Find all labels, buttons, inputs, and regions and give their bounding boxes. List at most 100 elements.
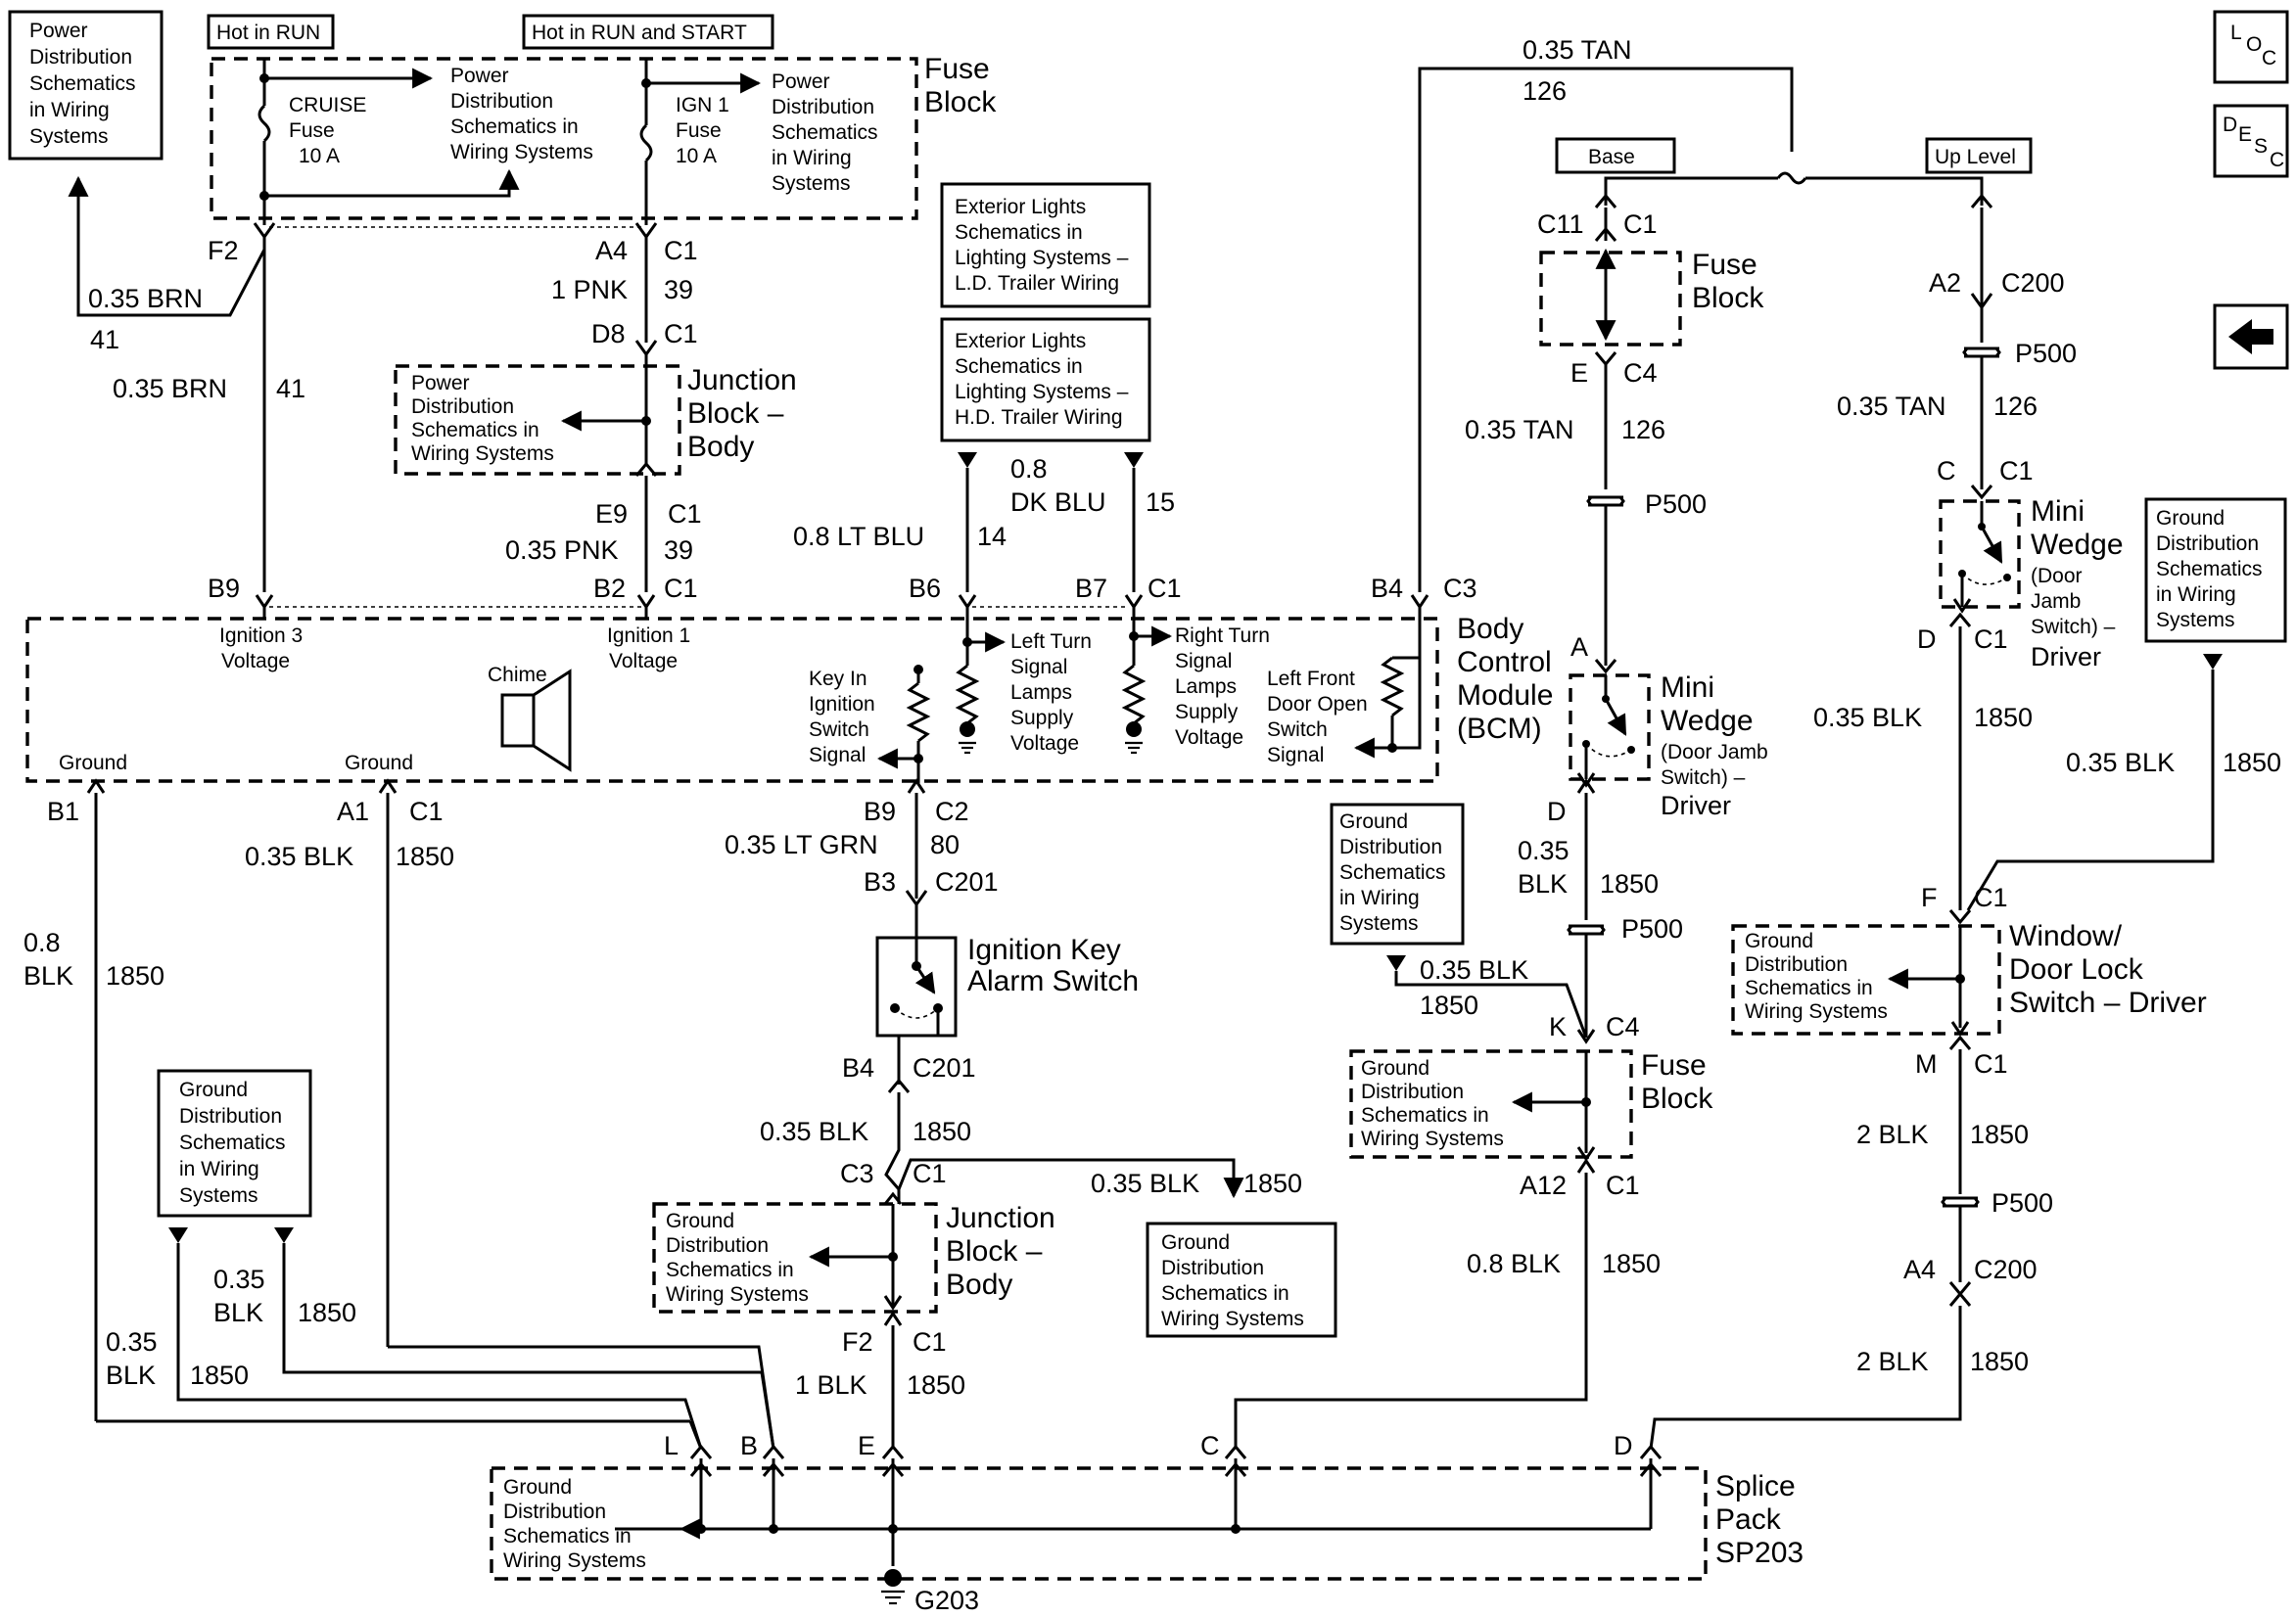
chime-speaker-icon: Chime: [488, 664, 572, 772]
power-dist-ref-top-left[interactable]: Power Distribution Schematics in Wiring …: [8, 10, 164, 161]
svg-text:L: L: [664, 1431, 679, 1460]
svg-text:BLK: BLK: [106, 1361, 156, 1390]
svg-text:Window/: Window/: [2009, 920, 2123, 952]
splice-pack-title-2: Pack: [1715, 1503, 1782, 1536]
power-dist-ref-junction[interactable]: Power Distribution Schematics in Wiring …: [411, 372, 554, 465]
ground-dist-ref-uplevel[interactable]: Ground Distribution Schematics in Wiring…: [2144, 497, 2287, 643]
mini-wedge-base[interactable]: Mini Wedge (Door Jamb Switch) – Driver: [1569, 671, 1768, 820]
svg-text:IGN 1: IGN 1: [676, 94, 729, 116]
ground-dist-ref-fuse-b[interactable]: Ground: [1361, 1057, 1429, 1080]
back-button[interactable]: [2213, 303, 2289, 370]
ignition-key-alarm-switch[interactable]: Ignition Key Alarm Switch: [875, 934, 1139, 1038]
bcm-title-4: (BCM): [1457, 713, 1542, 745]
exterior-lights-ref-hd[interactable]: Exterior Lights Schematics in Lighting S…: [940, 317, 1151, 442]
bcm-left-door-circuit: Left Front Door Open Switch Signal: [1267, 619, 1422, 766]
svg-text:Wiring Systems: Wiring Systems: [666, 1283, 809, 1306]
uplevel-lower-wiring: D C1 0.35 BLK 1850 0.35 BLK 1850 F C1: [1813, 612, 2281, 925]
loc-button[interactable]: L O C: [2213, 10, 2289, 84]
svg-text:Lighting Systems –: Lighting Systems –: [955, 381, 1129, 403]
mini-wedge-uplevel[interactable]: Mini Wedge (Door Jamb Switch) – Driver: [1939, 495, 2124, 671]
svg-text:Driver: Driver: [1661, 791, 1731, 820]
svg-text:P500: P500: [1991, 1188, 2053, 1218]
svg-text:Block: Block: [1641, 1083, 1713, 1115]
svg-text:C200: C200: [2001, 268, 2065, 298]
svg-text:in Wiring: in Wiring: [29, 99, 110, 121]
svg-text:Schematics in: Schematics in: [1745, 977, 1873, 999]
svg-text:Schematics in: Schematics in: [1361, 1104, 1489, 1127]
svg-text:0.35 BRN: 0.35 BRN: [113, 374, 227, 403]
ground-dist-ref-junction-bottom[interactable]: Ground Distribution Schematics in Wiring…: [666, 1210, 809, 1306]
power-dist-ref-right[interactable]: Power Distribution Schematics in Wiring …: [772, 70, 878, 195]
svg-text:B1: B1: [47, 797, 79, 826]
svg-text:C3: C3: [1443, 574, 1477, 603]
svg-text:126: 126: [1621, 415, 1665, 444]
ground-dist-ref-base[interactable]: Ground Distribution Schematics in Wiring…: [1330, 803, 1465, 946]
wire-lt-blu-14: 0.8 LT BLU 14: [793, 452, 1007, 592]
bcm-ground-a: Ground: [59, 752, 127, 774]
svg-text:Lighting Systems –: Lighting Systems –: [955, 247, 1129, 269]
svg-text:0.35 BLK: 0.35 BLK: [1813, 703, 1922, 732]
svg-text:Switch) –: Switch) –: [1661, 766, 1746, 789]
svg-text:0.35: 0.35: [1518, 836, 1570, 865]
f2-pin: F2: [208, 236, 239, 265]
ground-dist-ref-lower-left[interactable]: Ground Distribution Schematics in Wiring…: [157, 1069, 312, 1218]
base-fuse-block-title-2: Block: [1692, 282, 1764, 314]
svg-text:Ignition Key: Ignition Key: [967, 934, 1121, 966]
svg-text:C1: C1: [1974, 883, 2008, 912]
svg-text:K: K: [1549, 1012, 1567, 1041]
svg-text:Wedge: Wedge: [2031, 529, 2124, 561]
svg-text:Wiring Systems: Wiring Systems: [1361, 1128, 1504, 1150]
junction-block-bottom-outline: [652, 1202, 938, 1314]
bcm-title-3: Module: [1457, 679, 1553, 712]
svg-text:10 A: 10 A: [676, 145, 717, 167]
base-fuse-block-outline: [1539, 251, 1682, 346]
svg-text:Schematics in: Schematics in: [450, 116, 579, 138]
ground-dist-ref-key[interactable]: Ground Distribution Schematics in Wiring…: [1146, 1222, 1337, 1338]
power-dist-ref-mid[interactable]: Power Distribution Schematics in Wiring …: [450, 65, 593, 163]
svg-text:Systems: Systems: [29, 125, 109, 148]
svg-text:Ground: Ground: [1161, 1231, 1230, 1254]
svg-text:A2: A2: [1929, 268, 1961, 298]
svg-text:1850: 1850: [907, 1370, 965, 1400]
wire-pnk-39: A4 C1 1 PNK 39 D8 C1 E9 C1 0.35 PNK 39: [505, 222, 702, 592]
fuse-block-top-outline: [210, 57, 918, 220]
svg-text:B: B: [740, 1431, 758, 1460]
svg-text:L.D. Trailer Wiring: L.D. Trailer Wiring: [955, 272, 1119, 295]
svg-text:15: 15: [1146, 487, 1175, 517]
bcm-title-1: Body: [1457, 613, 1523, 645]
svg-text:1850: 1850: [1420, 991, 1478, 1020]
svg-text:Right Turn: Right Turn: [1175, 624, 1270, 647]
base-ground-wire-b: 0.35 BLK 1850 K C4: [1386, 955, 1640, 1041]
svg-text:E: E: [2238, 123, 2252, 146]
svg-text:1850: 1850: [2223, 748, 2281, 777]
fuse-block-title-line1: Fuse: [924, 53, 990, 85]
svg-text:14: 14: [977, 522, 1007, 551]
svg-text:B6: B6: [909, 574, 941, 603]
svg-text:Exterior Lights: Exterior Lights: [955, 196, 1086, 218]
desc-button[interactable]: D E S C: [2213, 104, 2289, 178]
svg-text:126: 126: [1523, 76, 1567, 106]
svg-text:Door Open: Door Open: [1267, 693, 1368, 716]
svg-text:C1: C1: [664, 319, 698, 348]
svg-text:C: C: [1200, 1431, 1220, 1460]
svg-text:39: 39: [664, 535, 693, 565]
exterior-lights-ref-ld[interactable]: Exterior Lights Schematics in Lighting S…: [940, 182, 1151, 308]
svg-text:1850: 1850: [1602, 1249, 1661, 1278]
svg-text:F2: F2: [842, 1327, 873, 1357]
svg-text:D8: D8: [591, 319, 626, 348]
svg-text:(Door Jamb: (Door Jamb: [1661, 741, 1768, 763]
svg-text:0.35: 0.35: [213, 1265, 265, 1294]
svg-text:S: S: [2254, 135, 2268, 158]
svg-text:A: A: [1570, 632, 1588, 662]
svg-text:C1: C1: [664, 236, 698, 265]
svg-text:B9: B9: [864, 797, 896, 826]
window-door-lock-switch[interactable]: Ground Distribution Schematics in Wiring…: [1731, 920, 2207, 1037]
svg-text:0.35 BLK: 0.35 BLK: [760, 1117, 868, 1146]
svg-text:E: E: [858, 1431, 875, 1460]
junction-block-title-line2: Block –: [687, 397, 784, 430]
svg-text:H.D. Trailer Wiring: H.D. Trailer Wiring: [955, 406, 1123, 429]
svg-text:Up Level: Up Level: [1935, 146, 2016, 168]
wire-tan-126-top: 0.35 TAN 126: [1418, 35, 1794, 592]
ground-dist-ref-splice[interactable]: Ground Distribution Schematics in Wiring…: [503, 1476, 701, 1572]
base-fuse-block-title-1: Fuse: [1692, 249, 1757, 281]
